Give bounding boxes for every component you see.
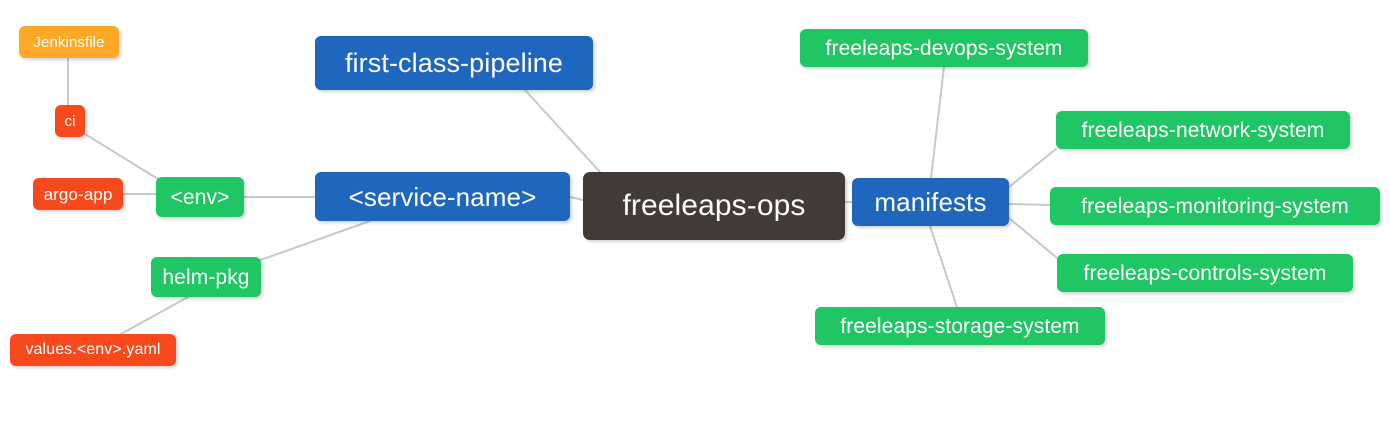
- node-freeleaps-devops-system[interactable]: freeleaps-devops-system: [800, 29, 1088, 67]
- node-freeleaps-monitoring-system[interactable]: freeleaps-monitoring-system: [1050, 187, 1380, 225]
- edge-manifests-to-freeleaps-monitoring-system: [1008, 203, 1051, 206]
- edge-manifests-to-freeleaps-storage-system: [929, 225, 958, 308]
- node-jenkinsfile[interactable]: Jenkinsfile: [19, 26, 119, 58]
- node-first-class-pipeline[interactable]: first-class-pipeline: [315, 36, 593, 90]
- edge-values-env-yaml-to-helm-pkg: [120, 296, 189, 335]
- node-manifests[interactable]: manifests: [852, 178, 1009, 226]
- node-freeleaps-controls-system[interactable]: freeleaps-controls-system: [1057, 254, 1353, 292]
- node-env[interactable]: <env>: [156, 177, 244, 217]
- node-service-name[interactable]: <service-name>: [315, 172, 570, 221]
- edge-first-class-pipeline-to-freeleaps-ops: [524, 89, 601, 173]
- node-freeleaps-ops[interactable]: freeleaps-ops: [583, 172, 845, 240]
- edge-ci-to-env: [84, 133, 159, 180]
- edge-manifests-to-freeleaps-controls-system: [1008, 217, 1058, 259]
- node-freeleaps-storage-system[interactable]: freeleaps-storage-system: [815, 307, 1105, 345]
- node-helm-pkg[interactable]: helm-pkg: [151, 257, 261, 297]
- edge-manifests-to-freeleaps-devops-system: [930, 66, 945, 179]
- edge-helm-pkg-to-service-name: [254, 220, 371, 263]
- node-freeleaps-network-system[interactable]: freeleaps-network-system: [1056, 111, 1350, 149]
- node-argo-app[interactable]: argo-app: [33, 178, 123, 210]
- edge-manifests-to-freeleaps-network-system: [1008, 148, 1057, 188]
- node-ci[interactable]: ci: [55, 105, 85, 137]
- edge-service-name-to-freeleaps-ops: [569, 196, 584, 201]
- node-values-env-yaml[interactable]: values.<env>.yaml: [10, 334, 176, 366]
